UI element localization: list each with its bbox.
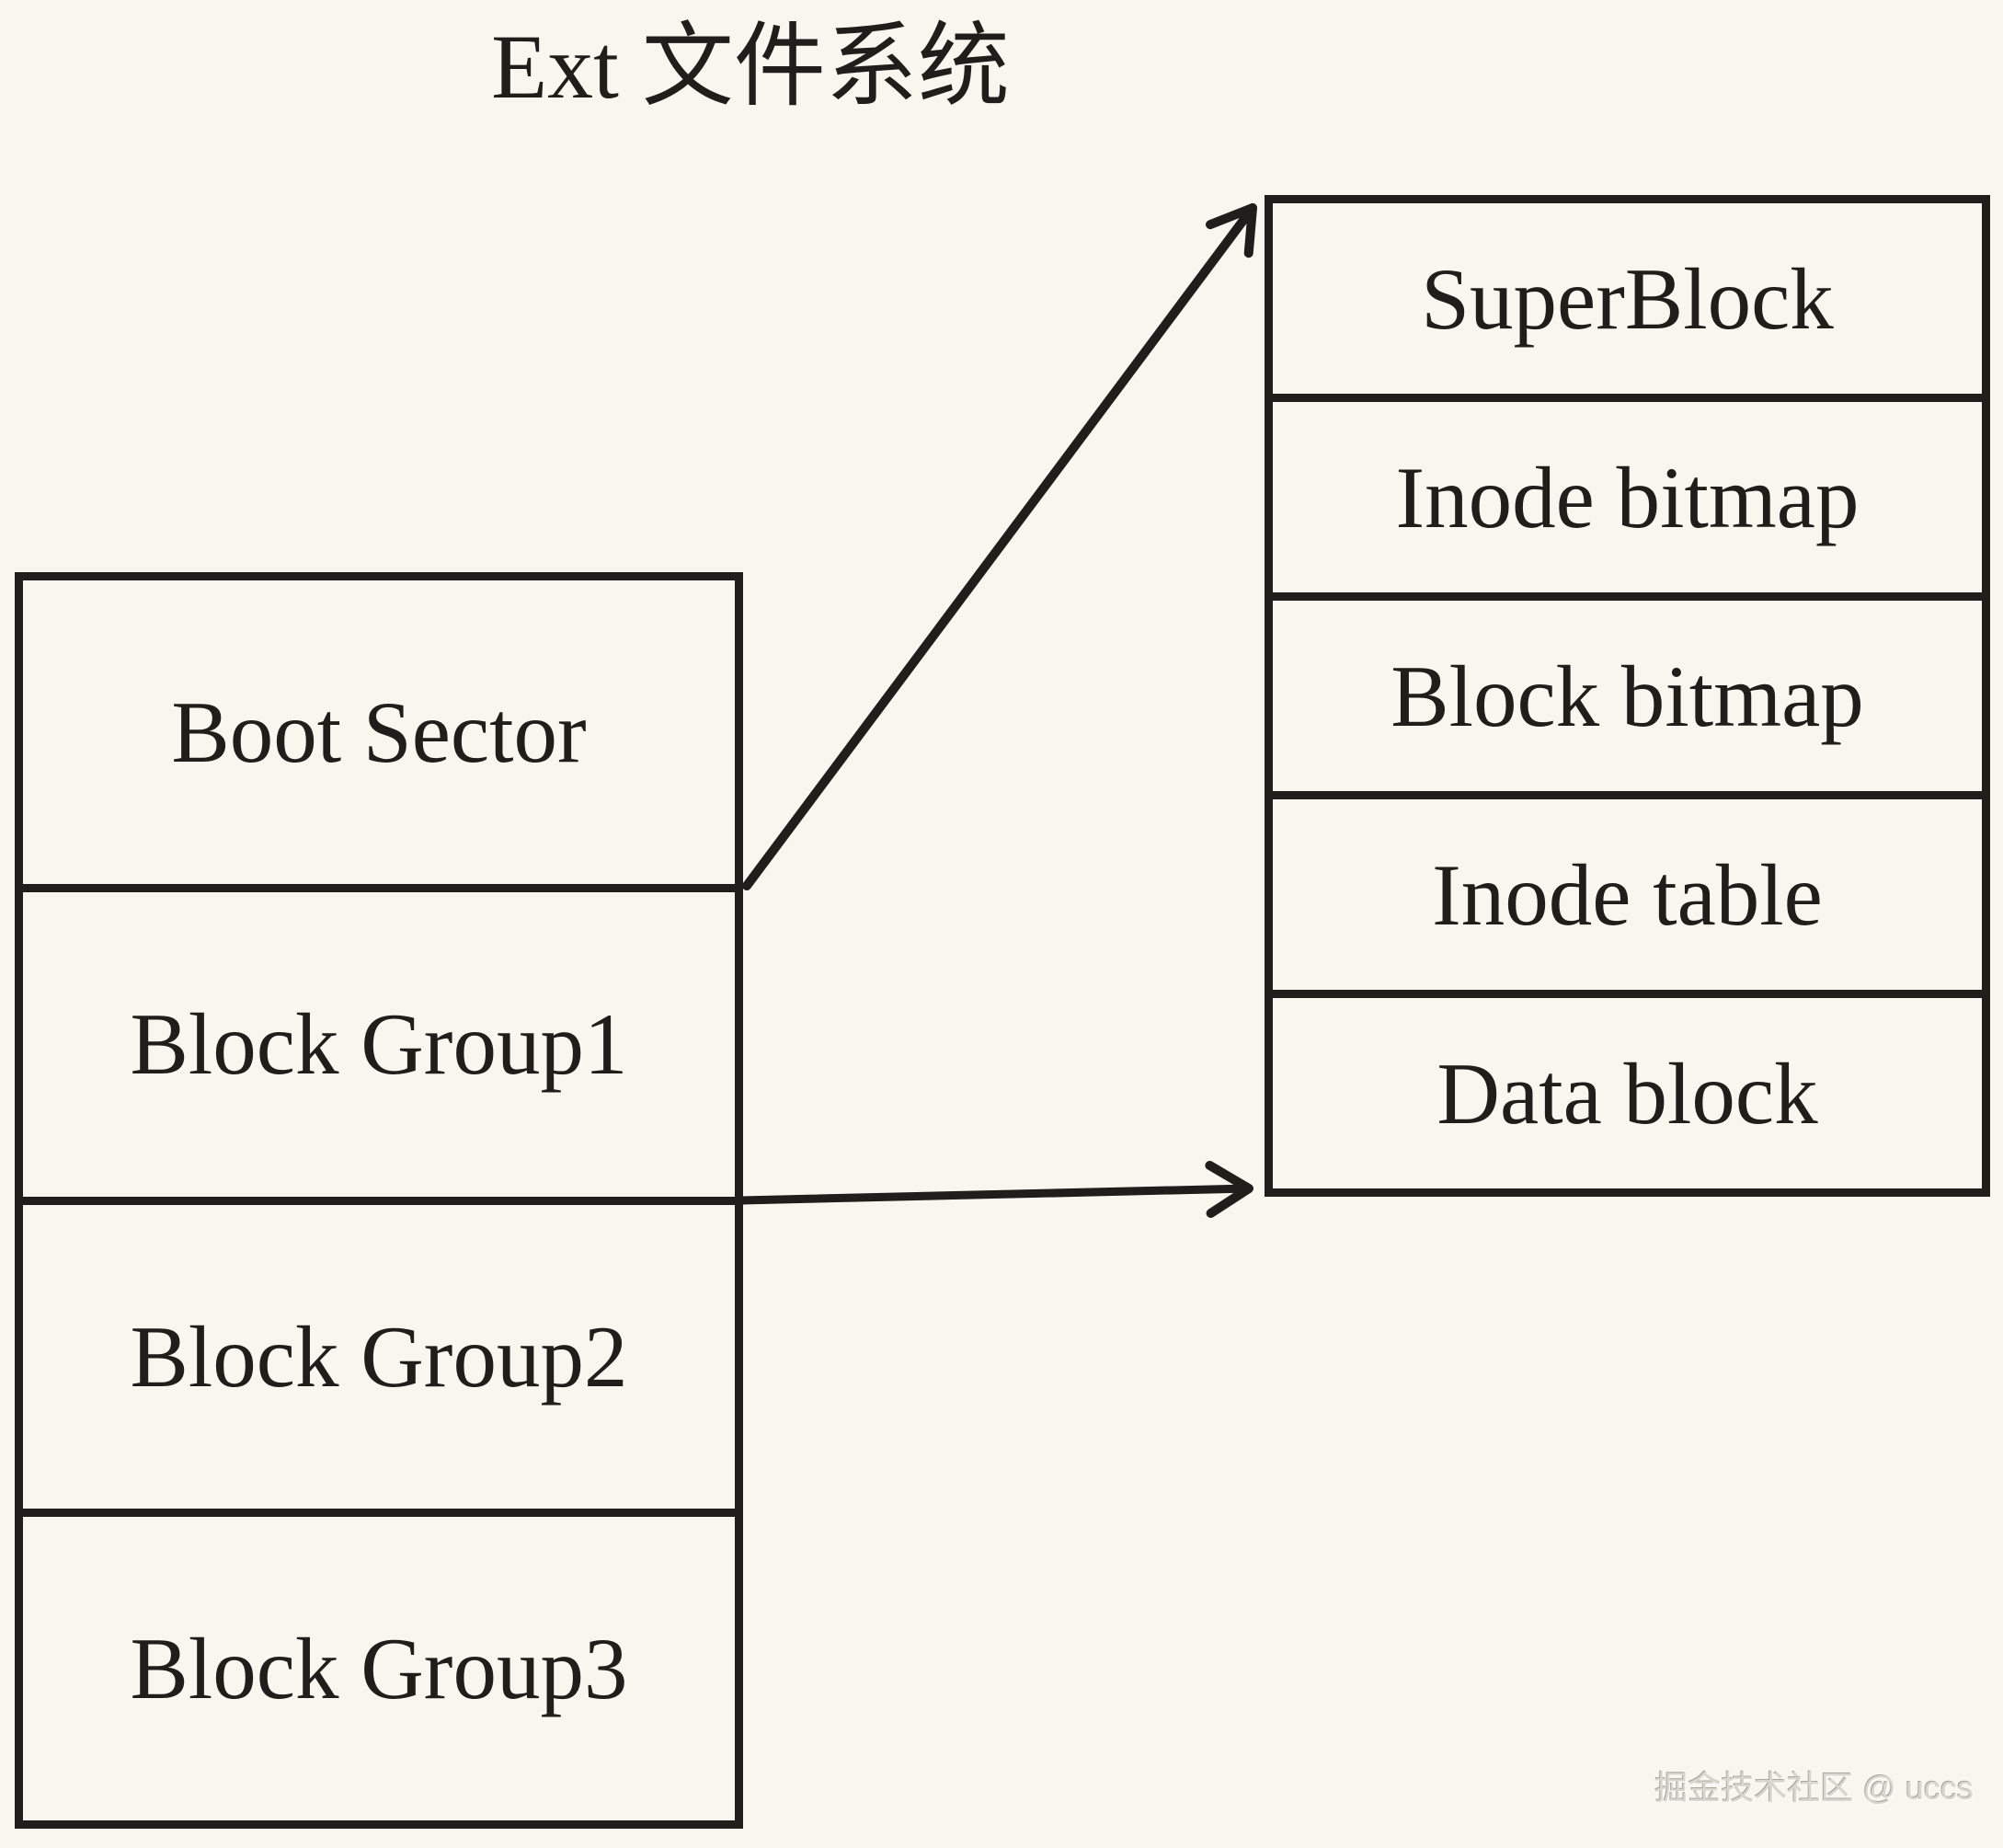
- disk-layout-box: Boot Sector Block Group1 Block Group2 Bl…: [15, 572, 743, 1829]
- disk-row-boot-sector: Boot Sector: [171, 683, 587, 782]
- detail-row-block-bitmap: Block bitmap: [1273, 592, 1982, 791]
- detail-row-inode-table: Inode table: [1273, 791, 1982, 990]
- disk-row-block-group3: Block Group3: [23, 1508, 735, 1820]
- diagram-title: Ext 文件系统: [491, 16, 1010, 118]
- detail-row-superblock: SuperBlock: [1421, 249, 1834, 348]
- disk-row-block-group1: Block Group1: [23, 884, 735, 1196]
- block-group-detail-box: SuperBlock Inode bitmap Block bitmap Ino…: [1265, 195, 1990, 1197]
- arrow-to-detail-top-icon: [742, 203, 1257, 890]
- disk-row-block-group2: Block Group2: [23, 1196, 735, 1509]
- detail-row-inode-bitmap: Inode bitmap: [1273, 394, 1982, 592]
- watermark: 掘金技术社区 @ uccs: [1654, 1769, 1974, 1807]
- arrow-to-detail-bottom-icon: [737, 1160, 1253, 1218]
- detail-row-data-block: Data block: [1273, 990, 1982, 1188]
